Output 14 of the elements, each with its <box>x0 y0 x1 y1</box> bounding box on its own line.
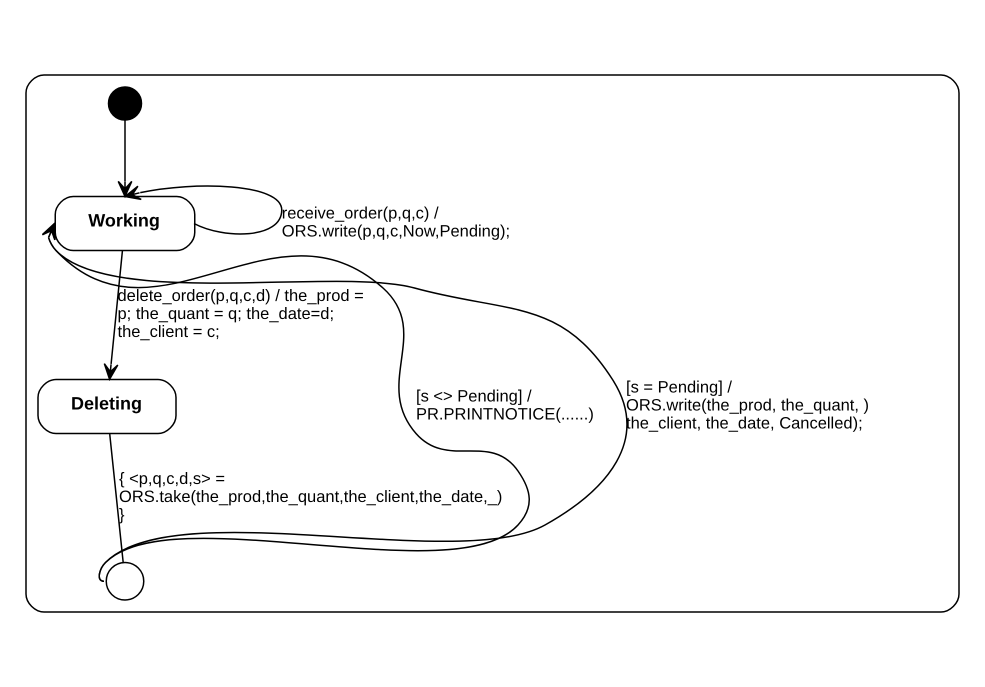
cluster <box>25 74 960 613</box>
arrow <box>124 185 282 235</box>
node-box: Deleting <box>37 378 177 434</box>
node-circle <box>108 86 142 121</box>
edge-label: receive_order(p,q,c) / ORS.write(p,q,c,Now,Pending); <box>282 204 510 241</box>
edge-label: [s <> Pending] / PR.PRINTNOTICE(......) <box>416 388 594 424</box>
edge-label: delete_order(p,q,c,d) / the_prod = p; the_quant = q; the_date=d; the_client = c; <box>118 287 364 342</box>
arrow <box>118 120 132 198</box>
connector <box>108 434 124 562</box>
arrow <box>42 222 628 582</box>
node-circle <box>106 562 144 601</box>
edge-label: { <p,q,c,d,s> = ORS.take(the_prod,the_quant,the_client,the_date,_) } <box>119 470 502 524</box>
node-box: Working <box>54 196 196 252</box>
arrow <box>104 250 124 380</box>
